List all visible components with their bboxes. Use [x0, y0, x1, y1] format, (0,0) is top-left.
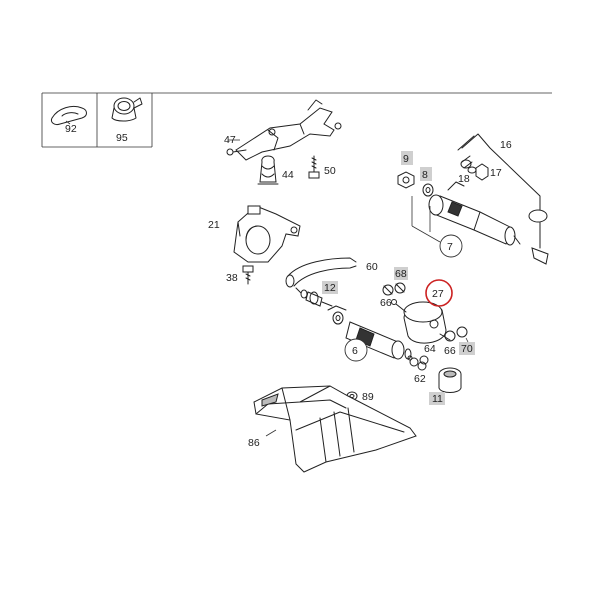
label-44: 44 — [282, 169, 294, 181]
part-60-hose[interactable] — [285, 257, 357, 299]
part-12-fitting[interactable] — [305, 291, 333, 307]
part-18-fitting[interactable] — [460, 159, 477, 174]
part-86-carrier[interactable] — [253, 385, 417, 473]
label-70: 70 — [461, 343, 473, 355]
part-62-clamp[interactable] — [417, 361, 427, 371]
part-6-pump[interactable] — [327, 305, 413, 361]
label-6: 6 — [352, 345, 358, 357]
part-92-clip[interactable] — [51, 105, 87, 125]
part-47-bracket[interactable] — [226, 99, 342, 161]
inset-box — [41, 92, 552, 148]
part-21-mount[interactable] — [233, 205, 301, 263]
label-47: 47 — [224, 134, 236, 146]
label-8-box — [420, 167, 432, 181]
part-38-bolt[interactable] — [242, 265, 254, 285]
part-66b-clamp[interactable] — [444, 326, 468, 342]
label-70-box — [459, 342, 475, 355]
label-7: 7 — [447, 241, 453, 253]
label-50: 50 — [324, 165, 336, 177]
part-8-washer[interactable] — [422, 183, 434, 197]
label-27: 27 — [432, 288, 444, 300]
label-62: 62 — [414, 373, 426, 385]
label-66a: 66 — [380, 297, 392, 309]
label-60: 60 — [366, 261, 378, 273]
label-68: 68 — [395, 268, 407, 280]
label-12: 12 — [324, 282, 336, 294]
label-9: 9 — [403, 153, 409, 165]
label-95: 95 — [116, 132, 128, 144]
highlight-27 — [425, 279, 453, 307]
label-92: 92 — [65, 123, 77, 135]
part-50-bolt[interactable] — [308, 155, 320, 179]
label-8: 8 — [422, 169, 428, 181]
part-16-fuel-line[interactable] — [457, 133, 549, 265]
part-17-nut[interactable] — [475, 163, 489, 181]
label-17: 17 — [490, 167, 502, 179]
label-11-box — [429, 392, 445, 405]
label-16: 16 — [500, 139, 512, 151]
label-89: 89 — [362, 391, 374, 403]
part-68-clamp[interactable] — [382, 282, 406, 296]
part-11-mount[interactable] — [438, 367, 462, 393]
label-12-box — [322, 281, 338, 294]
label-9-box — [401, 151, 413, 165]
label-21: 21 — [208, 219, 220, 231]
part-95-clamp[interactable] — [111, 97, 143, 122]
callout-7 — [439, 234, 463, 258]
label-86: 86 — [248, 437, 260, 449]
part-9-nut[interactable] — [397, 171, 415, 189]
label-18: 18 — [458, 173, 470, 185]
label-38: 38 — [226, 272, 238, 284]
label-64: 64 — [424, 343, 436, 355]
part-27-fuel-filter[interactable] — [391, 299, 451, 344]
label-68-box — [394, 267, 408, 280]
label-66b: 66 — [444, 345, 456, 357]
part-64-clamp[interactable] — [409, 355, 429, 367]
part-44-damper[interactable] — [257, 155, 279, 185]
callout-6 — [344, 338, 368, 362]
part-7-pump-assembly[interactable] — [428, 181, 521, 246]
label-11: 11 — [432, 393, 443, 405]
